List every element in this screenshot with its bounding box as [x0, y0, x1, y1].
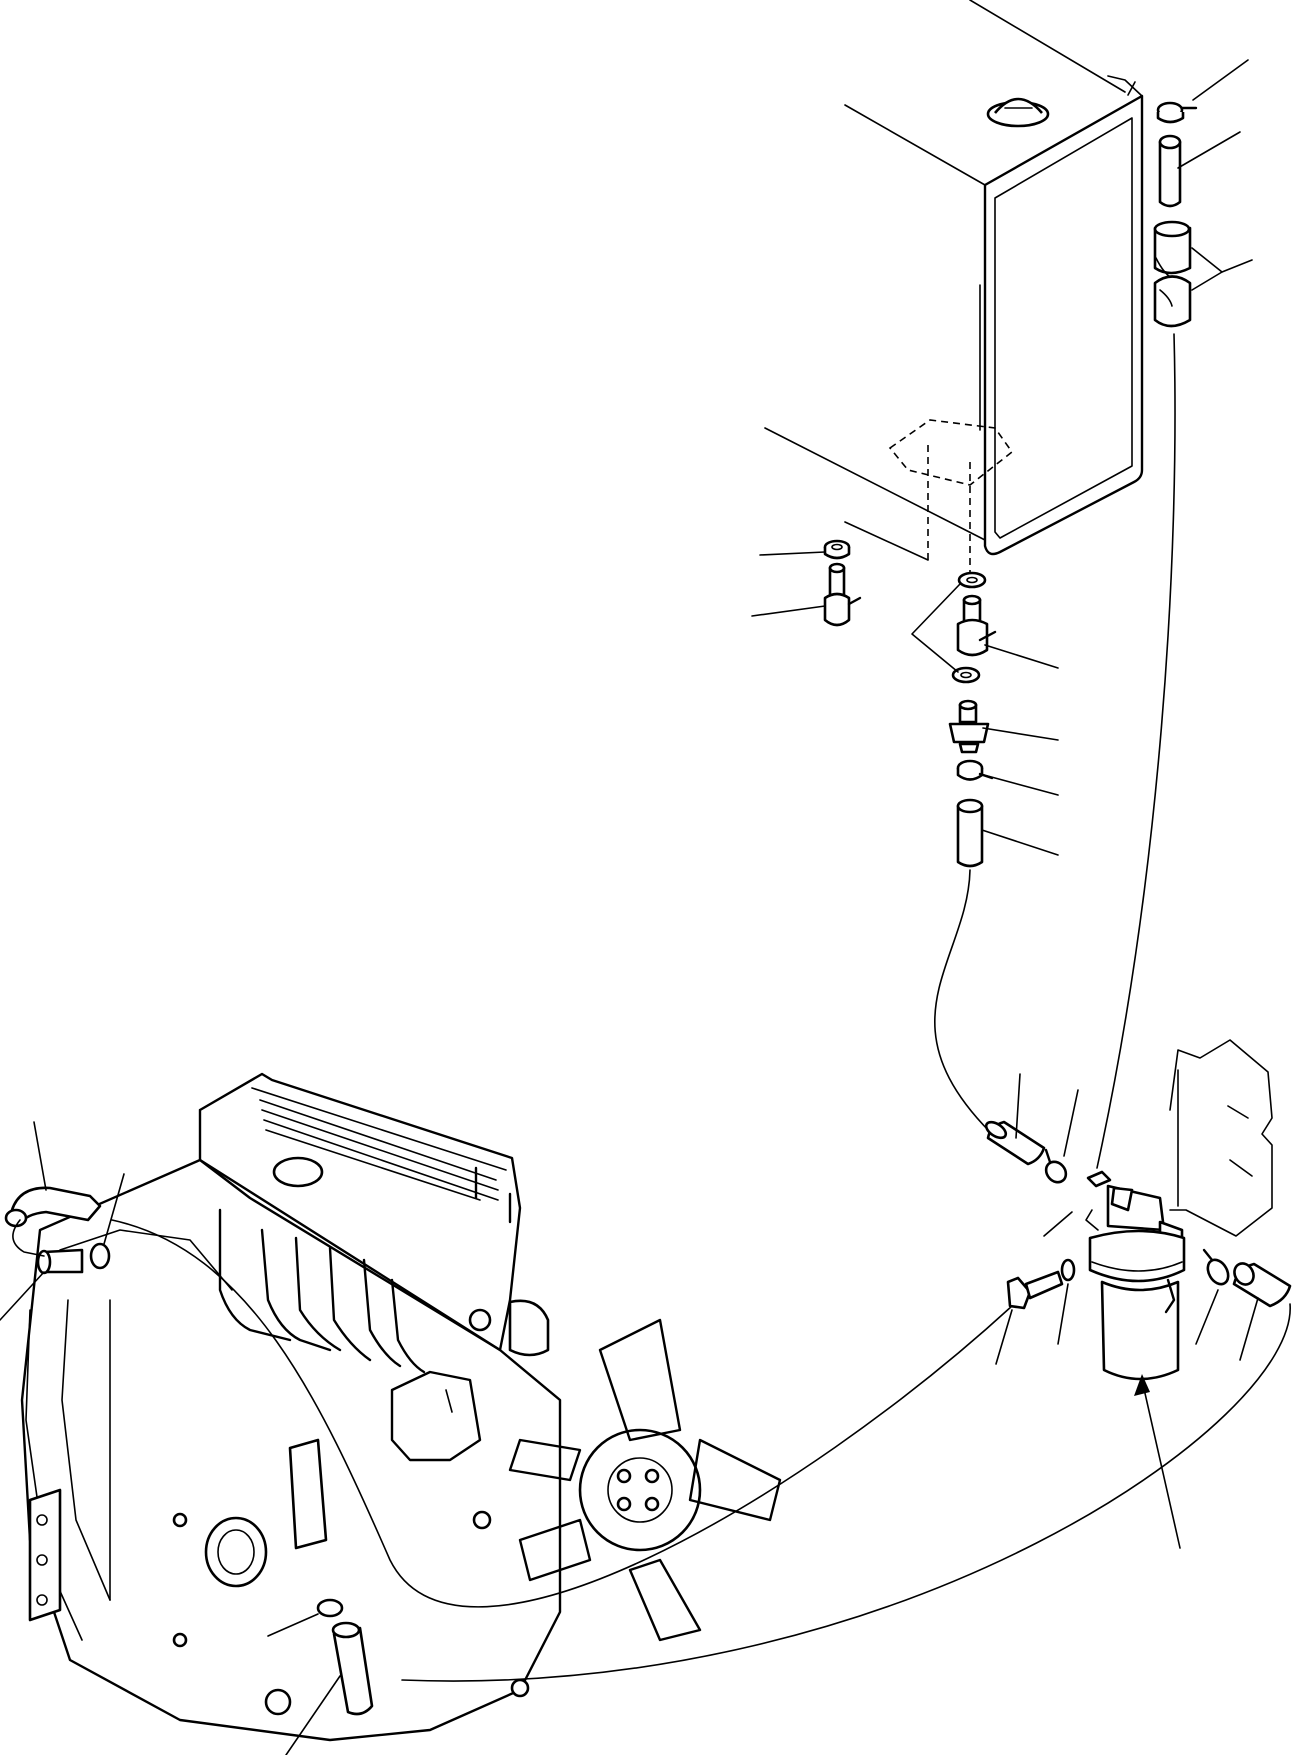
fuel-tank: [764, 0, 1144, 572]
hose-joint-icon: [1153, 275, 1192, 328]
hose-segment-icon: [1232, 1262, 1292, 1308]
washer-icon: [951, 666, 981, 684]
banjo-fitting-icon: [956, 594, 997, 657]
hose-segment-icon: [331, 1621, 374, 1716]
return-hose-assembly: [1096, 59, 1253, 1169]
tank-outlet-fittings: [911, 571, 1059, 1133]
washer-icon: [957, 571, 987, 589]
hose-segment-icon: [36, 1248, 84, 1275]
hose-segment-icon: [984, 1120, 1046, 1166]
connector-icon: [948, 699, 990, 754]
hose-segment-icon: [956, 798, 984, 868]
hose-segment-icon: [1158, 134, 1182, 208]
washer-icon: [823, 539, 851, 560]
hose-joint-icon: [1153, 220, 1192, 279]
hose-clamp-icon: [1202, 1248, 1230, 1286]
cooling-fan: [508, 1318, 782, 1642]
filter-bowl-icon: [1085, 1209, 1186, 1381]
engine: [0, 1072, 1013, 1755]
left-tank-fitting: [751, 539, 862, 627]
plug-icon: [823, 562, 862, 627]
fuel-filter: [401, 1039, 1292, 1682]
hose-clamp-icon: [89, 1242, 111, 1270]
hose-clamp-icon: [316, 1598, 344, 1618]
hose-clamp-icon: [1044, 1148, 1068, 1184]
bolt-icon: [1006, 1270, 1064, 1310]
hose-clamp-icon: [1156, 101, 1198, 124]
washer-icon: [1060, 1258, 1076, 1282]
filler-cap-icon: [986, 97, 1050, 128]
hose-clamp-icon: [956, 759, 994, 781]
oil-filter-icon: [204, 1516, 268, 1588]
